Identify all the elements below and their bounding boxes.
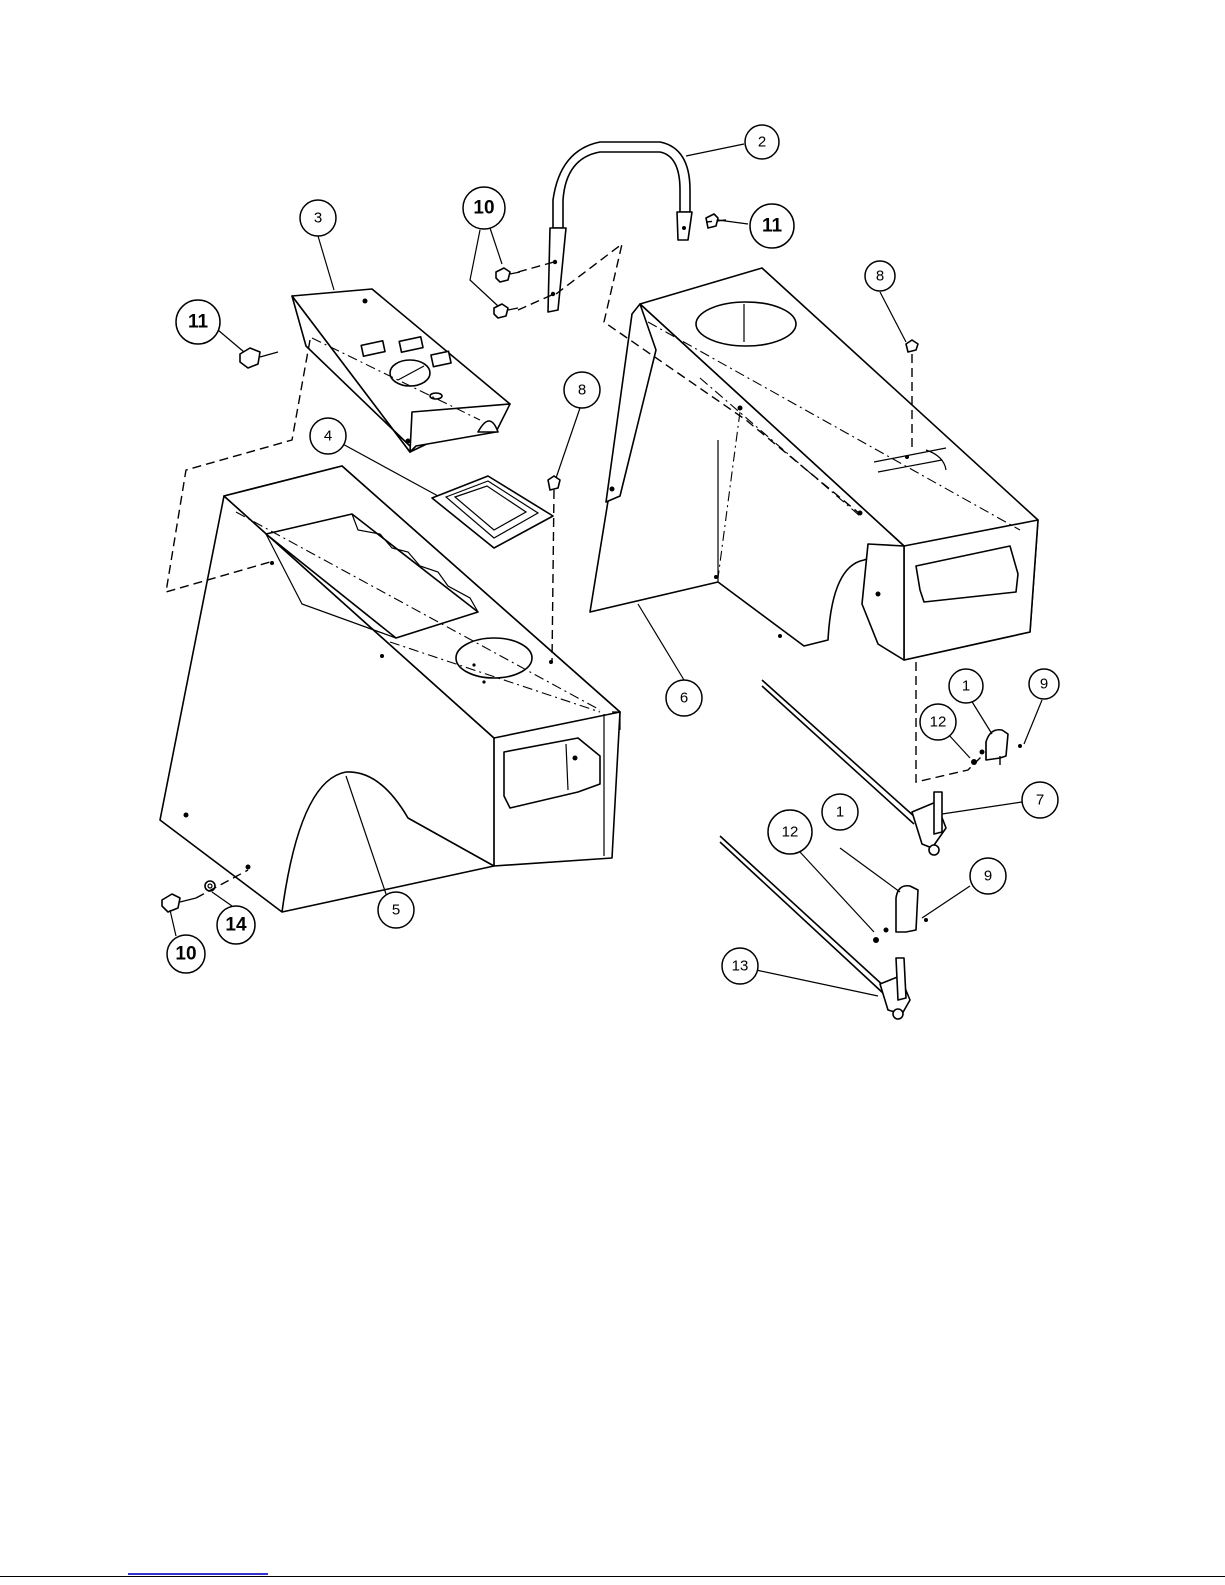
part-pedal-lower xyxy=(884,886,919,933)
callout-3-label: 3 xyxy=(314,210,322,227)
callout-4: 4 xyxy=(310,418,346,454)
callout-6-label: 6 xyxy=(680,690,688,707)
callout-14-label: 14 xyxy=(225,915,247,936)
callout-13: 13 xyxy=(722,948,758,984)
callout-3: 3 xyxy=(300,200,336,236)
part-left-housing xyxy=(160,466,620,912)
callout-14: 14 xyxy=(217,906,255,944)
callout-1-lower-label: 1 xyxy=(836,804,844,821)
callout-8-center-label: 8 xyxy=(578,382,586,399)
callout-10-top-label: 10 xyxy=(473,198,494,219)
part-handle-bar xyxy=(548,142,692,312)
footer-rule xyxy=(0,1576,1225,1577)
callout-9-upper: 9 xyxy=(1029,669,1059,699)
callout-10-top: 10 xyxy=(463,187,505,229)
callout-5: 5 xyxy=(378,892,414,928)
callout-4-label: 4 xyxy=(324,428,332,445)
callout-7-label: 7 xyxy=(1036,792,1044,809)
callout-9-lower-label: 9 xyxy=(984,868,992,885)
callout-13-label: 13 xyxy=(732,958,749,975)
callout-10-bottom-label: 10 xyxy=(175,944,196,965)
callout-12-lower: 12 xyxy=(768,810,812,854)
callout-11-right: 11 xyxy=(750,204,794,248)
part-linkage-rod-lower xyxy=(720,836,910,1019)
part-gasket-plate xyxy=(432,476,553,548)
callout-8-center: 8 xyxy=(564,372,600,408)
part-right-housing xyxy=(590,268,1038,660)
callout-2-label: 2 xyxy=(758,134,766,151)
callout-11-left-label: 11 xyxy=(188,312,209,333)
callout-12-upper: 12 xyxy=(920,704,956,740)
callout-9-lower: 9 xyxy=(970,858,1006,894)
callout-10-bottom: 10 xyxy=(167,935,205,973)
callout-2: 2 xyxy=(745,125,779,159)
callout-1-upper-label: 1 xyxy=(962,678,970,695)
callout-8-right: 8 xyxy=(865,261,895,291)
callout-7: 7 xyxy=(1022,782,1058,818)
callout-11-right-label: 11 xyxy=(762,216,783,237)
callout-12-lower-label: 12 xyxy=(782,824,799,841)
callout-1-lower: 1 xyxy=(822,794,858,830)
callout-5-label: 5 xyxy=(392,902,400,919)
callout-8-right-label: 8 xyxy=(876,268,884,285)
callout-11-left: 11 xyxy=(176,300,220,344)
part-pedal-upper xyxy=(980,730,1009,760)
callout-1-upper: 1 xyxy=(949,669,983,703)
callout-6: 6 xyxy=(666,680,702,716)
footer-link-underline[interactable] xyxy=(128,1573,268,1575)
callout-9-upper-label: 9 xyxy=(1040,676,1048,693)
callout-12-upper-label: 12 xyxy=(930,714,947,731)
